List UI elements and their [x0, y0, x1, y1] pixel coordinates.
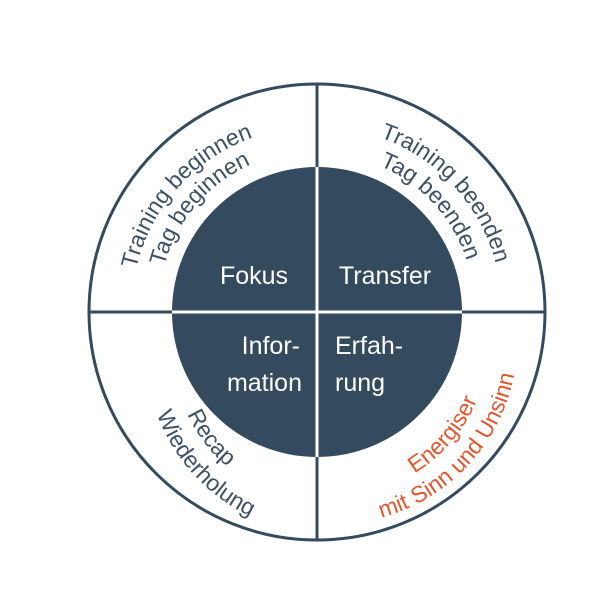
core-label-erfahrung-line2: rung: [335, 369, 385, 397]
core-label-transfer: Transfer: [339, 262, 431, 290]
core-label-erfahrung-line1: Erfah-: [335, 332, 403, 360]
core-label-information-line2: mation: [227, 369, 302, 397]
core-label-information-line1: Infor-: [242, 332, 300, 360]
core-label-fokus: Fokus: [220, 262, 288, 290]
